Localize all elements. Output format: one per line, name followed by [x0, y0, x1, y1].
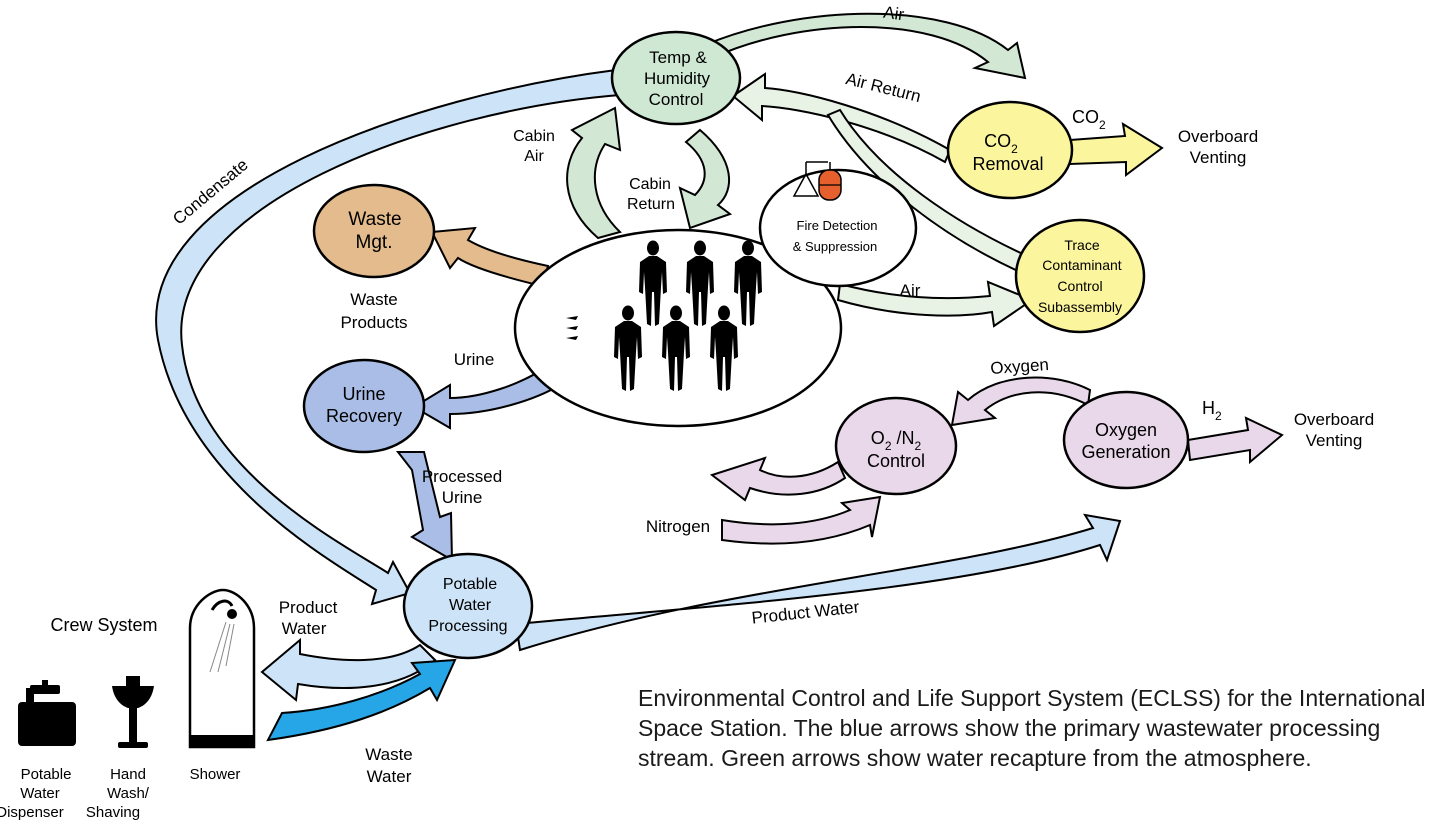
potable-label-1: Potable: [443, 576, 497, 593]
oxygen-arrow: [950, 376, 1092, 427]
condensate-arrow: [155, 68, 622, 606]
overboard-venting-2-label-2: Venting: [1306, 431, 1363, 450]
fire-detection-label-2: & Suppression: [793, 239, 878, 254]
co2-removal-label-2: Removal: [972, 154, 1043, 174]
o2-n2-node[interactable]: [834, 396, 958, 496]
h2-arrow: [1186, 416, 1284, 465]
overboard-venting-1-label-2: Venting: [1190, 148, 1247, 167]
trace-contaminant-node[interactable]: [1014, 218, 1146, 334]
waste-mgt-label-2: Mgt.: [356, 232, 393, 253]
processed-urine-label-2: Urine: [442, 488, 483, 507]
hand-wash-label-1: Hand: [110, 766, 146, 783]
waste-mgt-node[interactable]: [312, 183, 436, 279]
air-top-label: Air: [882, 3, 906, 25]
shower-label: Shower: [190, 766, 241, 783]
cabin-air-arrow: [566, 106, 622, 240]
waste-water-label-1: Waste: [365, 745, 413, 764]
trace-label-3: Control: [1057, 278, 1102, 294]
cabin-return-arrow: [678, 128, 733, 230]
air-mid-label: Air: [900, 281, 921, 300]
potable-water-node[interactable]: [402, 552, 534, 660]
h2-label: H2: [1202, 398, 1222, 423]
nitrogen-label: Nitrogen: [646, 517, 710, 536]
fire-detection-label-1: Fire Detection: [797, 218, 878, 233]
shower-icon: [188, 588, 256, 749]
urine-recovery-node[interactable]: [302, 358, 426, 454]
overboard-venting-1-label-1: Overboard: [1178, 127, 1258, 146]
urine-arrow: [412, 364, 562, 430]
diagram-caption: Environmental Control and Life Support S…: [638, 685, 1426, 771]
waste-products-label-1: Waste: [350, 290, 398, 309]
temp-humidity-node[interactable]: [610, 30, 742, 126]
potable-dispenser-label-2: Water: [20, 785, 59, 802]
trace-label-4: Subassembly: [1038, 299, 1122, 315]
cabin-air-label-2: Air: [524, 148, 544, 165]
oxygen-gen-label-1: Oxygen: [1095, 420, 1157, 440]
trace-label-1: Trace: [1064, 237, 1099, 253]
co2-removal-node[interactable]: [946, 100, 1074, 200]
product-water-long-arrow: [514, 513, 1122, 652]
faucet-icon: [18, 680, 76, 746]
processed-urine-label-1: Processed: [422, 467, 502, 486]
temp-humidity-label-2: Humidity: [644, 69, 711, 88]
waste-products-arrow: [430, 226, 550, 288]
urine-recovery-label-2: Recovery: [326, 406, 402, 426]
temp-humidity-label-3: Control: [649, 90, 704, 109]
co2-vent-arrow: [1069, 121, 1164, 177]
co2-removal-label: CO2: [984, 131, 1018, 156]
urine-recovery-label-1: Urine: [342, 384, 385, 404]
cabin-return-label-1: Cabin: [629, 176, 671, 193]
waste-water-label-2: Water: [367, 767, 412, 786]
temp-humidity-label-1: Temp &: [649, 48, 707, 67]
cabin-return-label-2: Return: [627, 196, 675, 213]
waste-products-label-2: Products: [340, 313, 407, 332]
co2-label: CO2: [1072, 107, 1106, 132]
o2-n2-label-2: Control: [867, 451, 925, 471]
air-return-label: Air Return: [844, 69, 923, 106]
trace-label-2: Contaminant: [1042, 257, 1121, 273]
waste-mgt-label-1: Waste: [348, 209, 401, 230]
urine-label: Urine: [454, 350, 495, 369]
oxygen-label: Oxygen: [990, 355, 1050, 378]
tank-icon: [792, 161, 842, 201]
air-mid-arrow: [836, 280, 1035, 328]
potable-label-2: Water: [449, 597, 492, 614]
sink-icon: [112, 676, 154, 748]
fan-icon: [566, 316, 578, 340]
o2-n2-label: O2 /N2: [871, 428, 922, 453]
fire-detection-node[interactable]: [758, 168, 918, 288]
waste-water-arrow: [266, 658, 457, 742]
hand-wash-label-2: Wash/: [107, 785, 150, 802]
product-water-left-label-2: Water: [282, 619, 327, 638]
product-water-left-arrow: [260, 637, 437, 702]
nitrogen-arrow: [721, 495, 882, 545]
potable-dispenser-label-1: Potable: [21, 766, 72, 783]
potable-dispenser-label-3: Dispenser: [0, 804, 64, 821]
air-top-arrow: [703, 12, 1027, 80]
o2n2-out-arrow: [709, 456, 847, 502]
crew-system-title: Crew System: [50, 615, 157, 635]
overboard-venting-2-label-1: Overboard: [1294, 410, 1374, 429]
trace-return-arrow: [826, 108, 1027, 274]
oxygen-gen-label-2: Generation: [1081, 442, 1170, 462]
oxygen-generation-node[interactable]: [1062, 390, 1190, 490]
hand-wash-label-3: Shaving: [86, 804, 140, 821]
potable-label-3: Processing: [428, 618, 507, 635]
cabin-air-label-1: Cabin: [513, 128, 555, 145]
product-water-left-label-1: Product: [279, 598, 338, 617]
